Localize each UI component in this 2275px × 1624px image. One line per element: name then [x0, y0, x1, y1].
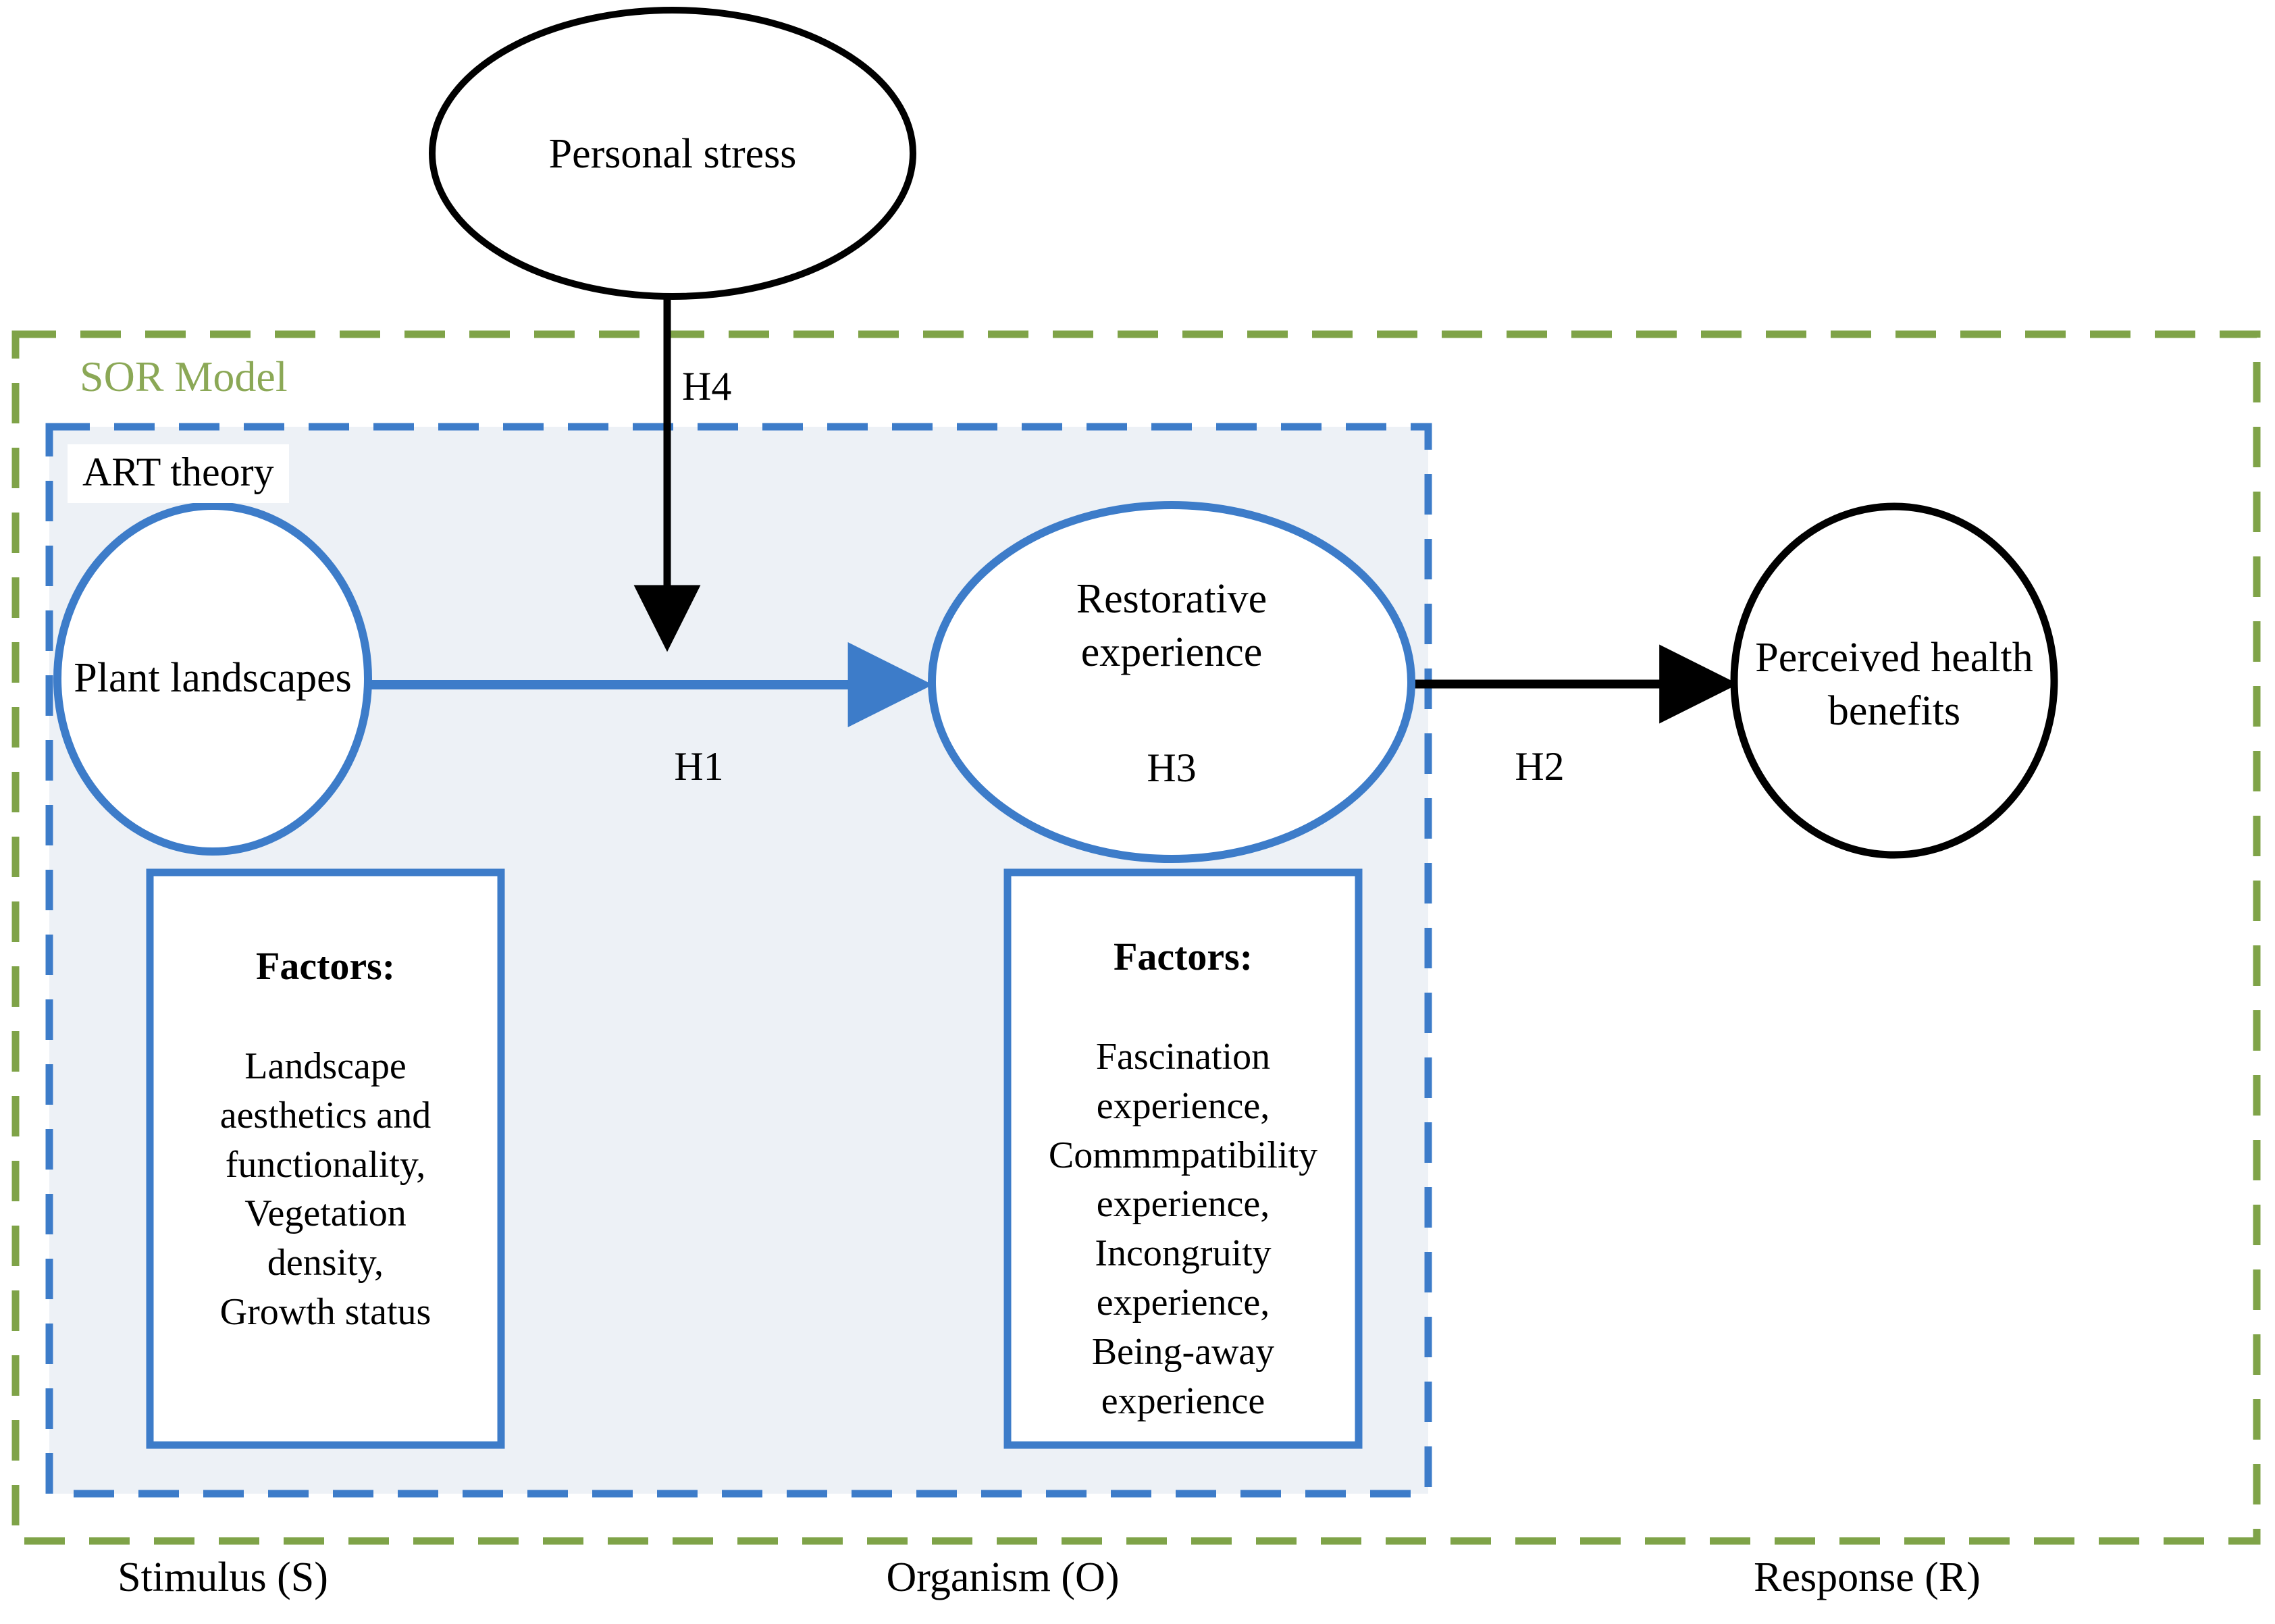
node-perceived-health-benefits-shape[interactable]	[1730, 502, 2058, 859]
node-restorative-experience-shape[interactable]	[928, 501, 1415, 863]
node-plant-landscapes-label: Plant landscapes	[74, 655, 352, 701]
band-label-response: Response (R)	[1754, 1554, 1981, 1600]
node-plant-landscapes-shape[interactable]	[53, 502, 372, 856]
edge-h2-label: H2	[1515, 744, 1565, 789]
edge-h3-label: H3	[1147, 745, 1197, 790]
stimulus-factors-heading: Factors:	[255, 943, 396, 988]
node-personal-stress-shape[interactable]	[429, 7, 916, 300]
organism-factors-heading: Factors:	[1113, 934, 1253, 978]
node-personal-stress-label: Personal stress	[548, 131, 797, 177]
art-theory-label: ART theory	[68, 444, 289, 503]
stimulus-factors-box: Factors: Landscape aesthetics and functi…	[157, 891, 494, 1337]
edge-h4-label: H4	[682, 364, 732, 409]
band-label-stimulus: Stimulus (S)	[117, 1554, 328, 1600]
sor-model-container	[11, 330, 2261, 1545]
organism-factors-box-shape	[1003, 868, 1363, 1449]
sor-model-label: SOR Model	[80, 352, 288, 400]
organism-factors-box: Factors: Fascination experience, Commmpa…	[1012, 882, 1355, 1425]
node-restorative-experience-label: Restorative experience	[1076, 576, 1267, 676]
node-perceived-health-benefits-label: Perceived health benefits	[1755, 635, 2033, 735]
band-label-organism: Organism (O)	[886, 1554, 1120, 1600]
organism-factors-body: Fascination experience, Commmpatibility …	[1048, 1035, 1318, 1422]
edge-h1-label: H1	[674, 744, 724, 789]
stimulus-factors-body: Landscape aesthetics and functionality, …	[219, 1045, 432, 1333]
stimulus-factors-box-shape	[146, 868, 505, 1449]
